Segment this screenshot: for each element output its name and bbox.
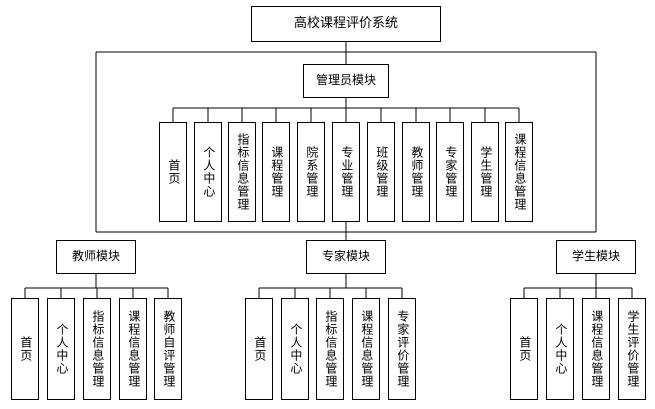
- admin-item-course-management: 课程管理: [262, 122, 290, 222]
- admin-item-class-management: 班级管理: [367, 122, 395, 222]
- expert-item-indicator-management: 指标信息管理: [316, 298, 344, 400]
- expert-item-home: 首页: [245, 298, 273, 400]
- student-item-personal-center: 个人中心: [546, 298, 574, 400]
- teacher-item-home: 首页: [11, 298, 39, 400]
- expert-item-course-info-management: 课程信息管理: [352, 298, 380, 400]
- admin-item-major-management: 专业管理: [332, 122, 360, 222]
- teacher-item-indicator-management: 指标信息管理: [83, 298, 111, 400]
- teacher-module-node: 教师模块: [56, 240, 136, 274]
- teacher-item-self-evaluation-management: 教师自评管理: [154, 298, 182, 400]
- admin-item-student-management: 学生管理: [471, 122, 499, 222]
- student-module-node: 学生模块: [556, 240, 636, 274]
- student-item-evaluation-management: 学生评价管理: [618, 298, 646, 400]
- expert-item-evaluation-management: 专家评价管理: [388, 298, 416, 400]
- admin-item-department-management: 院系管理: [297, 122, 325, 222]
- admin-item-teacher-management: 教师管理: [402, 122, 430, 222]
- admin-module-node: 管理员模块: [303, 64, 389, 98]
- admin-item-home: 首页: [159, 122, 187, 222]
- expert-module-node: 专家模块: [306, 240, 386, 274]
- admin-item-expert-management: 专家管理: [436, 122, 464, 222]
- teacher-item-course-info-management: 课程信息管理: [119, 298, 147, 400]
- teacher-item-personal-center: 个人中心: [47, 298, 75, 400]
- expert-item-personal-center: 个人中心: [281, 298, 309, 400]
- admin-item-course-info-management: 课程信息管理: [505, 122, 533, 222]
- student-item-course-info-management: 课程信息管理: [582, 298, 610, 400]
- student-item-home: 首页: [510, 298, 538, 400]
- admin-item-indicator-management: 指标信息管理: [228, 122, 256, 222]
- root-node: 高校课程评价系统: [251, 6, 441, 42]
- admin-item-personal-center: 个人中心: [194, 122, 222, 222]
